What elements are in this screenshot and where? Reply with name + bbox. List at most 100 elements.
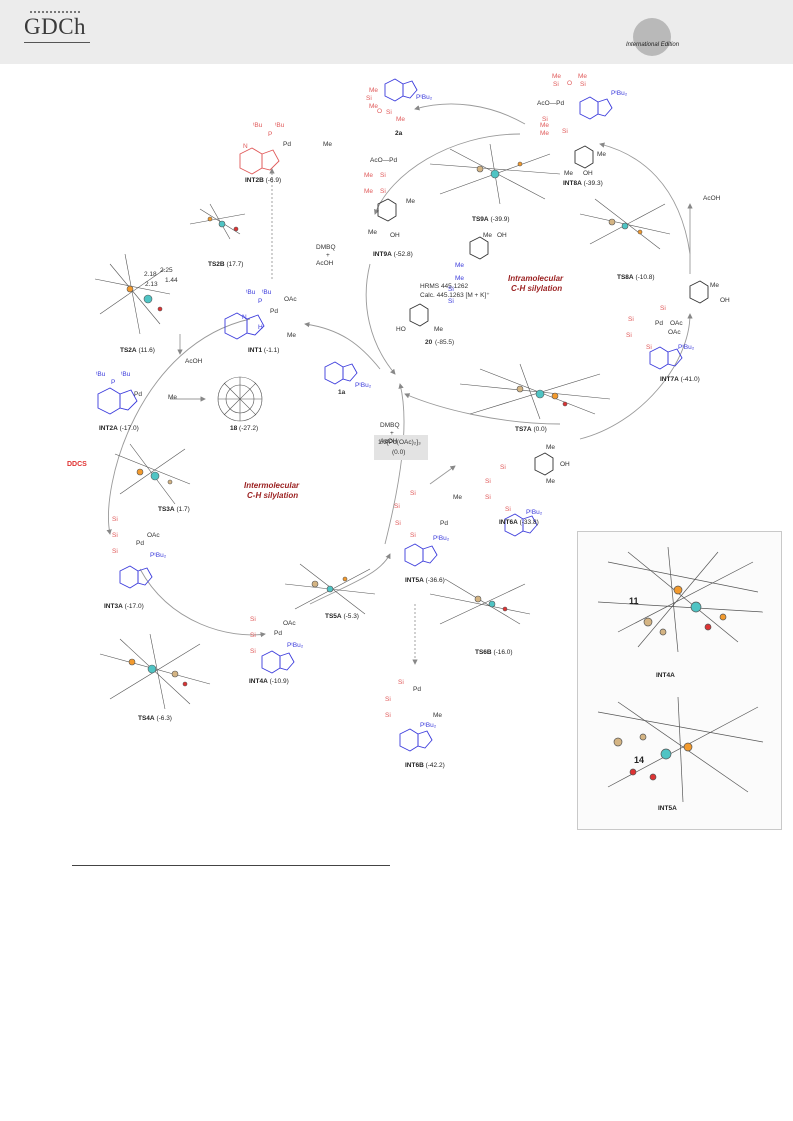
species-int8a: INT8A (-39.3) bbox=[563, 180, 603, 187]
edition-label: International Edition bbox=[626, 42, 680, 48]
species-ts2b: TS2B (17.7) bbox=[208, 261, 244, 268]
int3a-oac: OAc bbox=[147, 532, 160, 539]
int7a-si-1: Si bbox=[660, 305, 666, 312]
int6a-si-3: Si bbox=[485, 494, 491, 501]
int7a-oac-2: OAc bbox=[668, 329, 681, 336]
int8a-oh: OH bbox=[583, 170, 593, 177]
journal-header: GDCh International Edition bbox=[0, 0, 793, 64]
2a-me-2: Me bbox=[369, 103, 379, 110]
2a-si-2: Si bbox=[386, 109, 392, 116]
panel-int5a-label: INT5A bbox=[658, 805, 677, 812]
int8a-me-5: Me bbox=[597, 151, 607, 158]
bond-length-a: 2.18 bbox=[144, 271, 157, 278]
int2b-me: Me bbox=[323, 141, 333, 148]
acoh-byproduct-1: AcOH bbox=[185, 358, 203, 365]
int6b-pbu2: PᵗBu₂ bbox=[420, 722, 437, 729]
panel-models bbox=[597, 546, 764, 803]
int5a-si-4: Si bbox=[410, 532, 416, 539]
dft-model-ts2b bbox=[189, 203, 246, 240]
compound-20-energy: (-85.5) bbox=[435, 339, 455, 346]
int4a-si-1: Si bbox=[250, 616, 256, 623]
structure-int8a-aryl bbox=[574, 145, 594, 169]
structure-int6a-aryl bbox=[534, 452, 554, 476]
int8a-si-3: Si bbox=[542, 116, 548, 123]
cmpd20-me-2: Me bbox=[455, 275, 465, 282]
intra-cycle-arc-5 bbox=[404, 393, 561, 425]
cmpd20-me-3: Me bbox=[483, 232, 493, 239]
dmbq-reagent-1: DMBQ bbox=[316, 244, 336, 251]
intra-cycle-title-2: C-H silylation bbox=[511, 284, 563, 293]
int8a-me-4: Me bbox=[540, 130, 550, 137]
pd-acetate-energy: (0.0) bbox=[392, 449, 406, 456]
species-18: 18 (-27.2) bbox=[230, 425, 259, 432]
mechanism-figure: 1/3[Pd(OAc)₂]₃ (0.0) Intermolecular C-H … bbox=[0, 64, 793, 830]
2a-si-1: Si bbox=[366, 95, 372, 102]
int2b-p: P bbox=[268, 131, 273, 138]
int8a-me-2: Me bbox=[578, 73, 588, 80]
int3a-si-3: Si bbox=[112, 548, 118, 555]
to-int1-arc bbox=[304, 321, 381, 370]
dft-model-int5a bbox=[597, 696, 764, 803]
int8a-aco-pd: AcO—Pd bbox=[537, 100, 565, 107]
dmbq-reagent-2: DMBQ bbox=[380, 422, 400, 429]
int7a-si-4: Si bbox=[646, 344, 652, 351]
int7a-me: Me bbox=[710, 282, 720, 289]
cycle-arrows bbox=[94, 78, 709, 752]
int3a-pd: Pd bbox=[136, 540, 144, 547]
species-2a: 2a bbox=[395, 130, 403, 137]
species-ts9a: TS9A (-39.9) bbox=[472, 216, 510, 223]
plus-sign-2: + bbox=[390, 430, 394, 437]
int2b-tbu-2: ᵗBu bbox=[275, 122, 285, 129]
species-int5a: INT5A (-36.6) bbox=[405, 577, 445, 584]
species-int1: INT1 (-1.1) bbox=[248, 347, 280, 354]
int1-n: N bbox=[242, 314, 247, 321]
int7a-pbu2: PᵗBu₂ bbox=[678, 344, 695, 351]
int9a-me-4: Me bbox=[368, 229, 378, 236]
int4a-si-2: Si bbox=[250, 632, 256, 639]
int2a-p: P bbox=[111, 379, 116, 386]
int6a-si-2: Si bbox=[485, 478, 491, 485]
footnote-rule bbox=[72, 865, 390, 866]
int3a-pbu2: PᵗBu₂ bbox=[150, 552, 167, 559]
int6a-pbu2: PᵗBu₂ bbox=[526, 509, 543, 516]
int1-oac: OAc bbox=[284, 296, 297, 303]
int6a-oh: OH bbox=[560, 461, 570, 468]
int8a-me-6: Me bbox=[564, 170, 574, 177]
pd-acetate-label: 1/3[Pd(OAc)₂]₃ bbox=[378, 439, 421, 446]
cmpd20-si-2: Si bbox=[448, 298, 454, 305]
int5a-pd: Pd bbox=[440, 520, 448, 527]
structure-int2b bbox=[239, 147, 280, 175]
int2a-pd: Pd bbox=[134, 391, 142, 398]
structure-int6b bbox=[399, 728, 433, 752]
cmpd20-ho: HO bbox=[396, 326, 406, 333]
intra-cycle-arc-1 bbox=[579, 313, 693, 440]
int6b-si-1: Si bbox=[398, 679, 404, 686]
species-int4a: INT4A (-10.9) bbox=[249, 678, 289, 685]
structure-int8a bbox=[579, 96, 613, 120]
int5a-to-int6a-arrow bbox=[429, 465, 456, 485]
structure-1a bbox=[324, 361, 358, 385]
dft-model-int4a bbox=[597, 546, 764, 653]
1a-pbu2: PᵗBu₂ bbox=[355, 382, 372, 389]
ring-size-14: 14 bbox=[634, 755, 645, 765]
dft-model-18 bbox=[217, 376, 263, 422]
int6a-me-1: Me bbox=[546, 444, 556, 451]
int4a-oac: OAc bbox=[283, 620, 296, 627]
int9a-oh: OH bbox=[390, 232, 400, 239]
int8a-si-4: Si bbox=[562, 128, 568, 135]
species-int7a: INT7A (-41.0) bbox=[660, 376, 700, 383]
species-ts6b: TS6B (-16.0) bbox=[475, 649, 513, 656]
int5a-si-1: Si bbox=[410, 490, 416, 497]
structure-int6a bbox=[504, 513, 538, 537]
intra-cycle-arc-4 bbox=[365, 263, 396, 375]
int5a-si-2: Si bbox=[394, 503, 400, 510]
int5a-si-3: Si bbox=[395, 520, 401, 527]
int5a-me: Me bbox=[453, 494, 463, 501]
int7a-si-3: Si bbox=[626, 332, 632, 339]
int8a-si-1: Si bbox=[553, 81, 559, 88]
int9a-si-1: Si bbox=[380, 172, 386, 179]
int9a-aco-pd: AcO—Pd bbox=[370, 157, 398, 164]
logo-underline bbox=[24, 42, 90, 43]
structure-int4a bbox=[261, 650, 295, 674]
int8a-o-1: O bbox=[567, 80, 573, 87]
